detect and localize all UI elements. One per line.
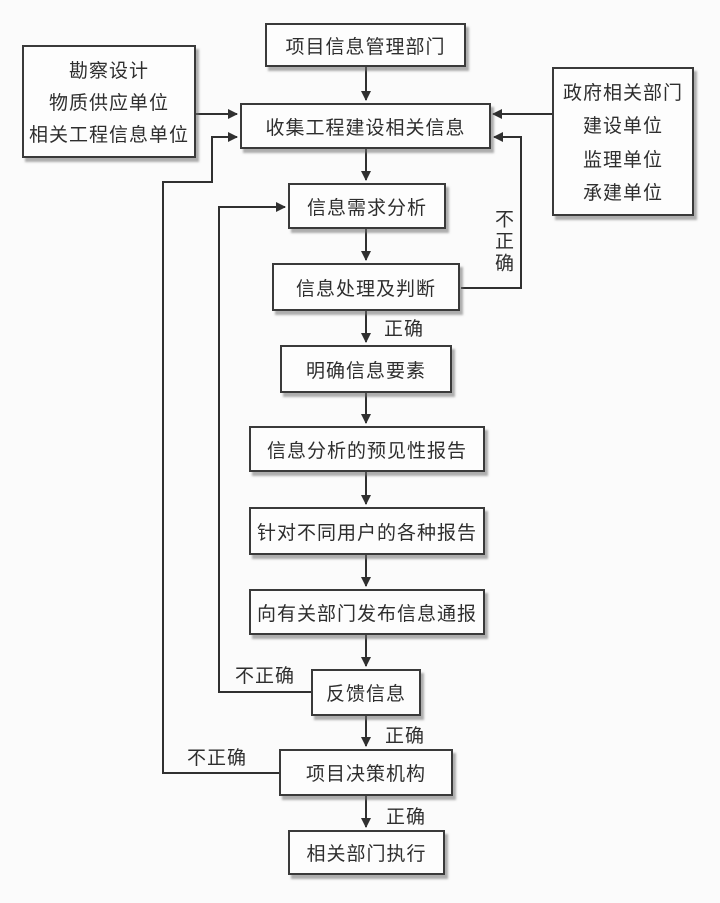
right-source-line: 建设单位 — [582, 116, 663, 138]
node-user-reports-label: 针对不同用户的各种报告 — [256, 522, 477, 544]
node-feedback: 反馈信息 — [311, 669, 421, 716]
node-processing-label: 信息处理及判断 — [295, 278, 436, 300]
node-right-sources: 政府相关部门 建设单位 监理单位 承建单位 — [552, 67, 694, 216]
node-demand-analysis: 信息需求分析 — [288, 183, 446, 229]
left-source-line: 勘察设计 — [68, 60, 149, 82]
left-source-line: 物质供应单位 — [48, 92, 169, 114]
node-demand-analysis-label: 信息需求分析 — [306, 197, 427, 219]
node-publish-label: 向有关部门发布信息通报 — [256, 603, 477, 625]
node-left-sources: 勘察设计 物质供应单位 相关工程信息单位 — [22, 45, 196, 158]
node-execute-label: 相关部门执行 — [306, 844, 427, 865]
node-publish: 向有关部门发布信息通报 — [249, 589, 485, 635]
label-decision-incorrect: 不正确 — [187, 748, 248, 769]
node-execute: 相关部门执行 — [288, 830, 445, 875]
label-decision-correct: 正确 — [386, 807, 427, 828]
edge-processing-collect-loop — [461, 132, 522, 289]
node-predictive-report-label: 信息分析的预见性报告 — [266, 440, 467, 462]
label-feedback-incorrect: 不正确 — [235, 666, 296, 687]
left-source-line: 相关工程信息单位 — [28, 125, 189, 147]
edge-decision-collect-loop — [162, 132, 279, 774]
right-source-line: 监理单位 — [582, 149, 663, 171]
node-processing: 信息处理及判断 — [272, 263, 460, 311]
label-processing-correct: 正确 — [384, 319, 425, 340]
node-collect-label: 收集工程建设相关信息 — [265, 117, 466, 139]
node-predictive-report: 信息分析的预见性报告 — [249, 426, 485, 472]
node-user-reports: 针对不同用户的各种报告 — [249, 507, 485, 555]
node-elements-label: 明确信息要素 — [305, 360, 426, 382]
edge-feedback-analysis-loop — [218, 202, 311, 693]
right-source-line: 政府相关部门 — [562, 83, 683, 105]
node-info-dept: 项目信息管理部门 — [265, 23, 466, 67]
node-elements: 明确信息要素 — [280, 345, 452, 393]
node-info-dept-label: 项目信息管理部门 — [285, 36, 446, 58]
node-decision: 项目决策机构 — [279, 749, 453, 796]
label-processing-incorrect: 不正确 — [492, 209, 513, 275]
label-feedback-correct: 正确 — [385, 726, 426, 747]
node-feedback-label: 反馈信息 — [325, 684, 406, 705]
node-decision-label: 项目决策机构 — [305, 764, 426, 785]
right-source-line: 承建单位 — [582, 182, 663, 204]
node-collect: 收集工程建设相关信息 — [240, 103, 491, 149]
